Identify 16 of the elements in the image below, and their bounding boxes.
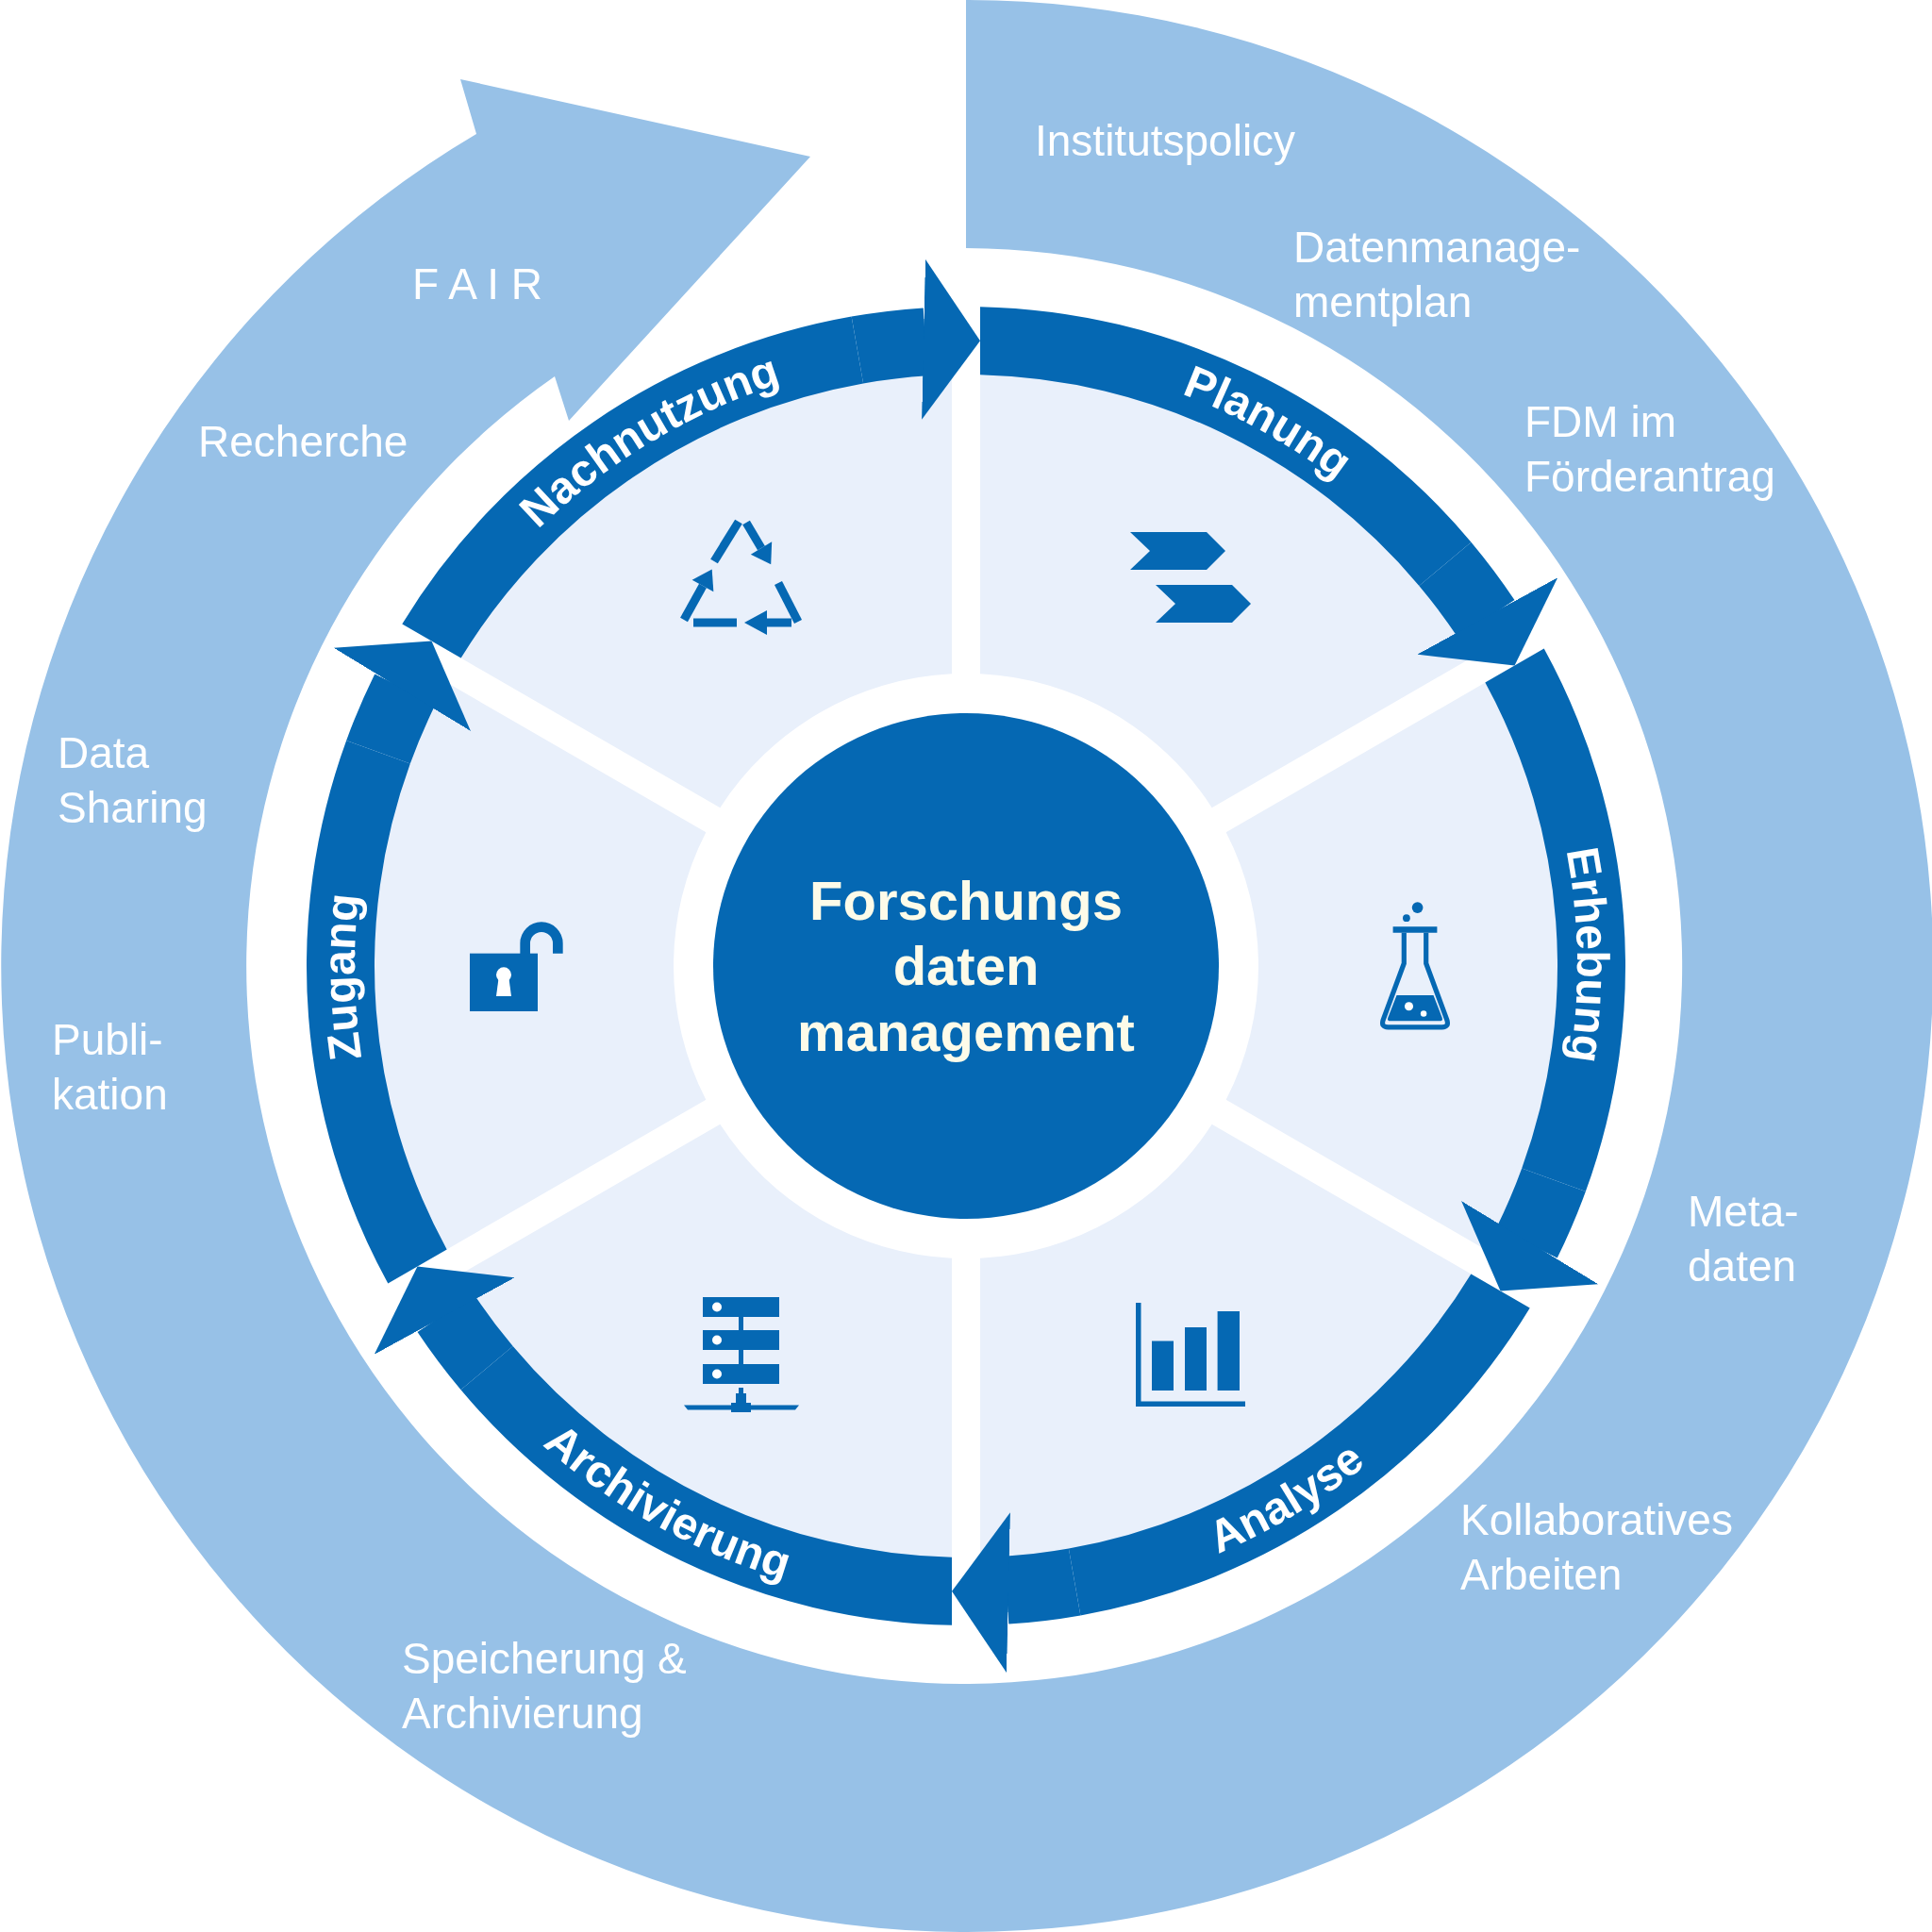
topic-label: F A I R — [412, 258, 543, 310]
arrow — [852, 260, 981, 422]
topic-label: Data Sharing — [58, 727, 208, 834]
topic-label: Meta- daten — [1688, 1186, 1800, 1292]
topic-label: Recherche — [198, 416, 408, 468]
topic-label: Publi- kation — [52, 1014, 169, 1121]
curved-band — [307, 740, 448, 1284]
topic-label: Kollaboratives Arbeiten — [1460, 1494, 1734, 1601]
topic-label: FDM im Förderantrag — [1524, 396, 1776, 503]
curved-band — [1484, 648, 1625, 1192]
topic-label: Institutspolicy — [1035, 115, 1296, 167]
arrow — [951, 1510, 1080, 1672]
center-title: Forschungs daten management — [797, 868, 1135, 1064]
center-circle — [713, 713, 1219, 1219]
topic-label: Speicherung & Archivierung — [402, 1633, 688, 1740]
topic-label: Datenmanage- mentplan — [1293, 222, 1582, 328]
